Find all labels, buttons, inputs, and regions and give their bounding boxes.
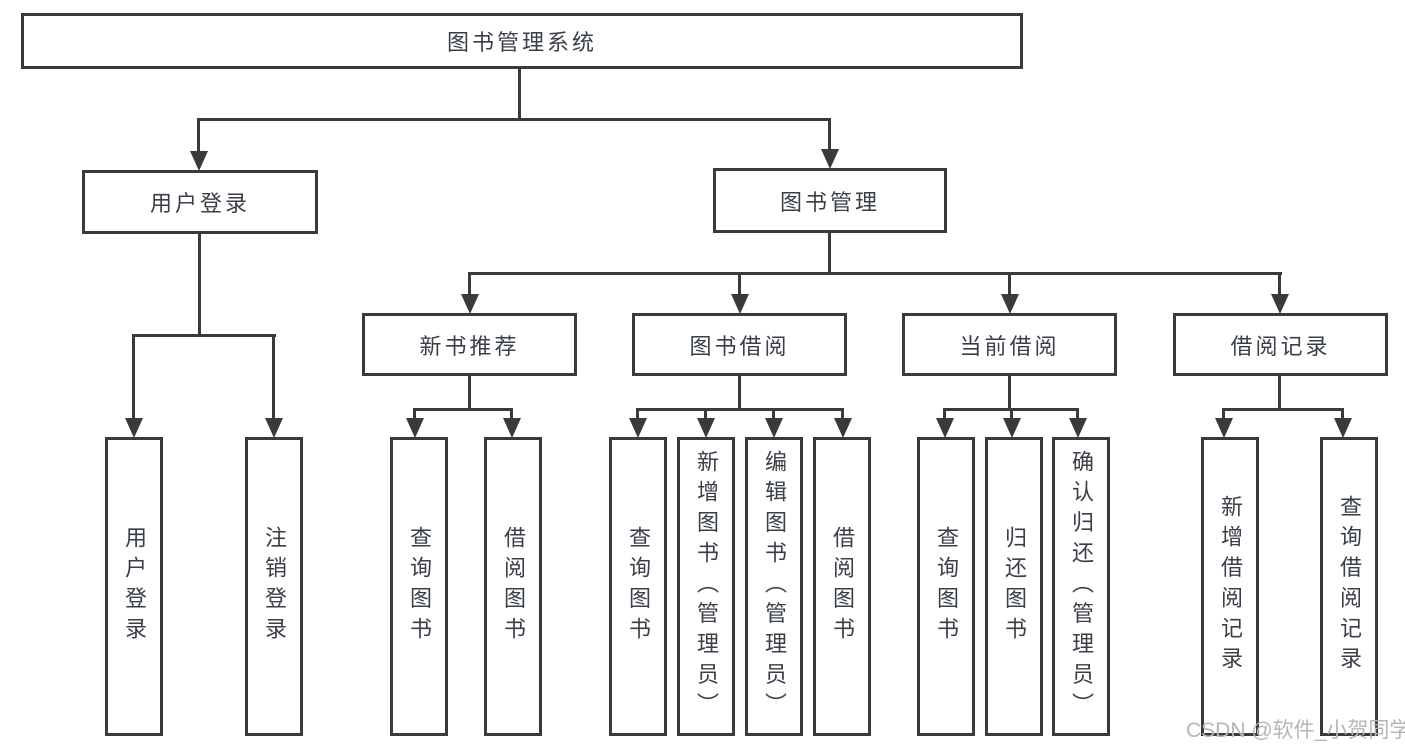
connector-line [841, 408, 844, 420]
connector-line [1008, 272, 1011, 296]
connector-line [772, 408, 775, 420]
arrow-down-icon [629, 418, 647, 438]
connector-line [1222, 408, 1225, 420]
connector-line [738, 272, 741, 296]
leaf-borrow-books-borrowing: 借阅图书 [813, 437, 871, 736]
arrow-down-icon [1271, 294, 1289, 314]
connector-line [132, 334, 135, 420]
node-current-borrowing: 当前借阅 [902, 313, 1117, 376]
leaf-logout: 注销登录 [245, 437, 303, 736]
connector-line [1008, 374, 1011, 410]
connector-line [828, 118, 831, 152]
connector-line [738, 374, 741, 410]
connector-line [1222, 408, 1344, 411]
arrow-down-icon [697, 418, 715, 438]
leaf-add-books-admin: 新增图书（管理员） [677, 437, 735, 736]
leaf-query-borrow-record: 查询借阅记录 [1320, 437, 1378, 736]
leaf-borrow-books-recommend: 借阅图书 [484, 437, 542, 736]
connector-line [828, 231, 831, 275]
connector-line [413, 408, 416, 420]
connector-line [413, 408, 513, 411]
leaf-add-borrow-record: 新增借阅记录 [1201, 437, 1259, 736]
node-book-management: 图书管理 [713, 168, 947, 233]
node-new-book-recommendation: 新书推荐 [362, 313, 577, 376]
connector-line [1278, 272, 1281, 296]
arrow-down-icon [1003, 418, 1021, 438]
arrow-down-icon [265, 418, 283, 438]
connector-line [636, 408, 844, 411]
arrow-down-icon [821, 149, 839, 169]
node-book-borrowing: 图书借阅 [632, 313, 847, 376]
arrow-down-icon [731, 294, 749, 314]
csdn-watermark: CSDN @软件_小贺同学 [1186, 719, 1405, 742]
node-borrowing-records: 借阅记录 [1173, 313, 1388, 376]
leaf-confirm-return-admin: 确认归还（管理员） [1052, 437, 1110, 736]
arrow-down-icon [125, 418, 143, 438]
leaf-edit-books-admin: 编辑图书（管理员） [745, 437, 803, 736]
connector-line [1341, 408, 1344, 420]
arrow-down-icon [406, 418, 424, 438]
arrow-down-icon [1001, 294, 1019, 314]
arrow-down-icon [834, 418, 852, 438]
arrow-down-icon [190, 151, 208, 171]
arrow-down-icon [1334, 418, 1352, 438]
node-root: 图书管理系统 [21, 13, 1023, 69]
connector-line [197, 118, 831, 121]
arrow-down-icon [503, 418, 521, 438]
leaf-query-books-recommend: 查询图书 [390, 437, 448, 736]
node-user-login: 用户登录 [82, 170, 318, 234]
connector-line [197, 118, 200, 154]
connector-line [518, 67, 521, 120]
connector-line [636, 408, 639, 420]
connector-line [468, 374, 471, 410]
connector-line [1010, 408, 1013, 420]
connector-line [272, 334, 275, 420]
arrow-down-icon [461, 294, 479, 314]
leaf-return-books: 归还图书 [985, 437, 1043, 736]
connector-line [198, 232, 201, 337]
connector-line [510, 408, 513, 420]
leaf-query-books-borrowing: 查询图书 [609, 437, 667, 736]
leaf-query-books-current: 查询图书 [917, 437, 975, 736]
arrow-down-icon [765, 418, 783, 438]
connector-line [704, 408, 707, 420]
connector-line [468, 272, 1282, 275]
leaf-user-login: 用户登录 [105, 437, 163, 736]
connector-line [1076, 408, 1079, 420]
arrow-down-icon [1215, 418, 1233, 438]
connector-line [943, 408, 946, 420]
arrow-down-icon [936, 418, 954, 438]
connector-line [132, 334, 276, 337]
connector-line [468, 272, 471, 296]
arrow-down-icon [1069, 418, 1087, 438]
connector-line [1278, 374, 1281, 410]
